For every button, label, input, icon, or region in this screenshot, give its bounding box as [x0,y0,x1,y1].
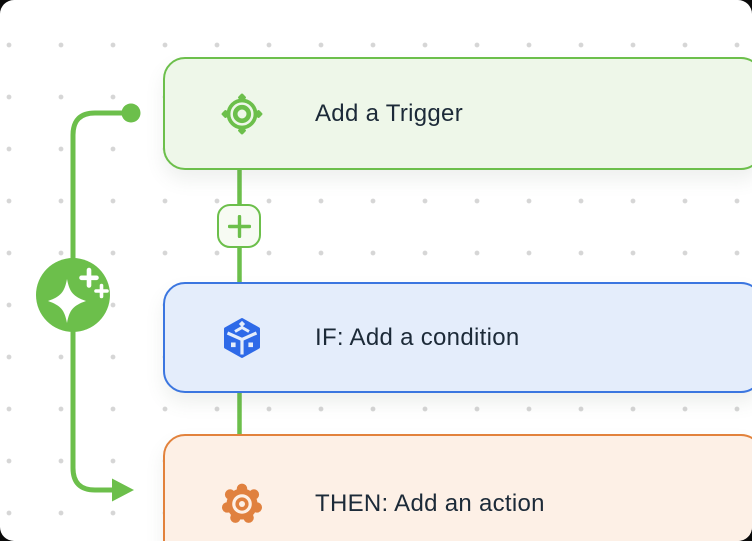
plus-icon [227,214,251,238]
trigger-node[interactable]: Add a Trigger [163,57,752,170]
gear-icon [222,483,262,523]
condition-node-label: IF: Add a condition [315,323,520,351]
ai-sparkle-badge[interactable] [36,258,110,332]
add-step-button[interactable] [217,204,261,248]
sparkle-icon [48,267,109,323]
action-node[interactable]: THEN: Add an action [163,434,752,541]
connector-start-dot [121,103,141,123]
action-node-label: THEN: Add an action [315,490,545,517]
arrowhead-icon [112,478,134,502]
condition-node[interactable]: IF: Add a condition [163,282,752,393]
target-icon [221,93,263,134]
cube-icon [224,317,260,358]
trigger-node-label: Add a Trigger [315,99,463,127]
